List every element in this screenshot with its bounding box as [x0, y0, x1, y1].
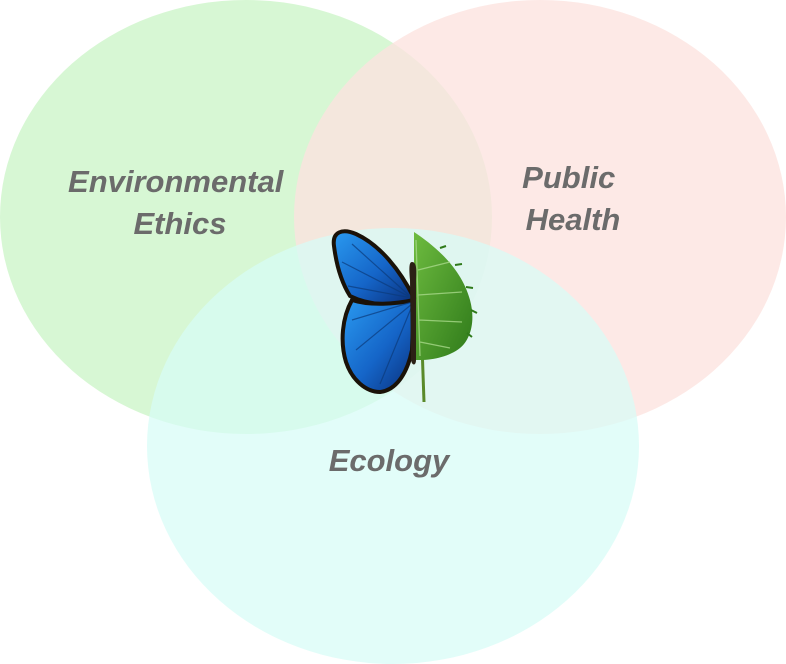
label-ecology: Ecology: [329, 443, 451, 478]
leaf-half: [414, 232, 473, 360]
butterfly-body: [409, 262, 417, 365]
butterfly-lower-wing: [340, 297, 417, 395]
butterfly-wing-veins: [341, 243, 413, 385]
label-public-health: Public Health: [522, 160, 624, 237]
label-line: Public: [522, 160, 615, 195]
label-line: Health: [526, 202, 621, 237]
butterfly-leaf-icon: [331, 229, 478, 403]
label-line: Environmental: [68, 164, 285, 199]
set-circle-ecology: [147, 228, 639, 664]
label-line: Ecology: [329, 443, 451, 478]
label-environmental-ethics: Environmental Ethics: [68, 164, 292, 241]
leaf-veins: [415, 239, 463, 357]
label-line: Ethics: [133, 206, 226, 241]
leaf-serration: [439, 245, 478, 338]
